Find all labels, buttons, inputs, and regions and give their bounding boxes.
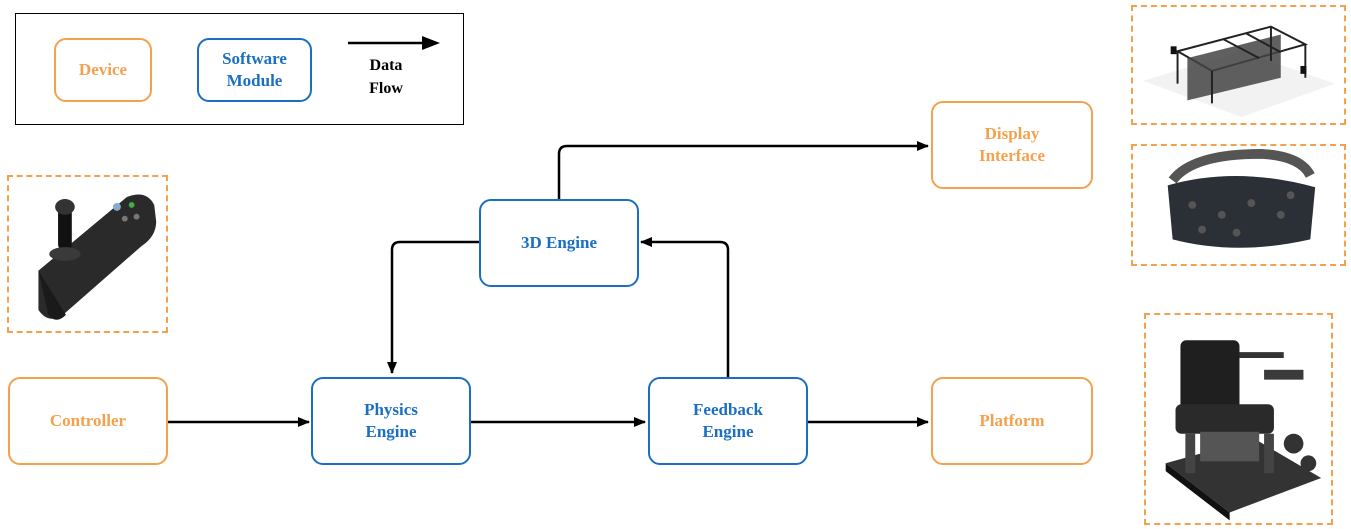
wheelchair-platform-image: [1144, 313, 1333, 525]
physics-engine-node: Physics Engine: [311, 377, 471, 465]
cave-display-image: [1131, 5, 1346, 125]
vr-headset-image: [1131, 144, 1346, 266]
arrow-3d-display: [557, 141, 929, 199]
controller-node: Controller: [8, 377, 168, 465]
arrow-3d-physics: [387, 240, 479, 374]
platform-node: Platform: [931, 377, 1093, 465]
joystick-controller-image: [7, 175, 168, 333]
feedback-engine-node: Feedback Engine: [648, 377, 808, 465]
display-interface-node: Display Interface: [931, 101, 1093, 189]
3d-engine-node: 3D Engine: [479, 199, 639, 287]
legend-arrow-icon: [348, 36, 440, 50]
legend: Device Software Module Data Flow: [15, 13, 464, 125]
arrow-feedback-3d: [640, 237, 730, 377]
legend-module-box: Software Module: [197, 38, 312, 102]
legend-flow-label: Data Flow: [369, 57, 403, 98]
legend-device-box: Device: [54, 38, 152, 102]
